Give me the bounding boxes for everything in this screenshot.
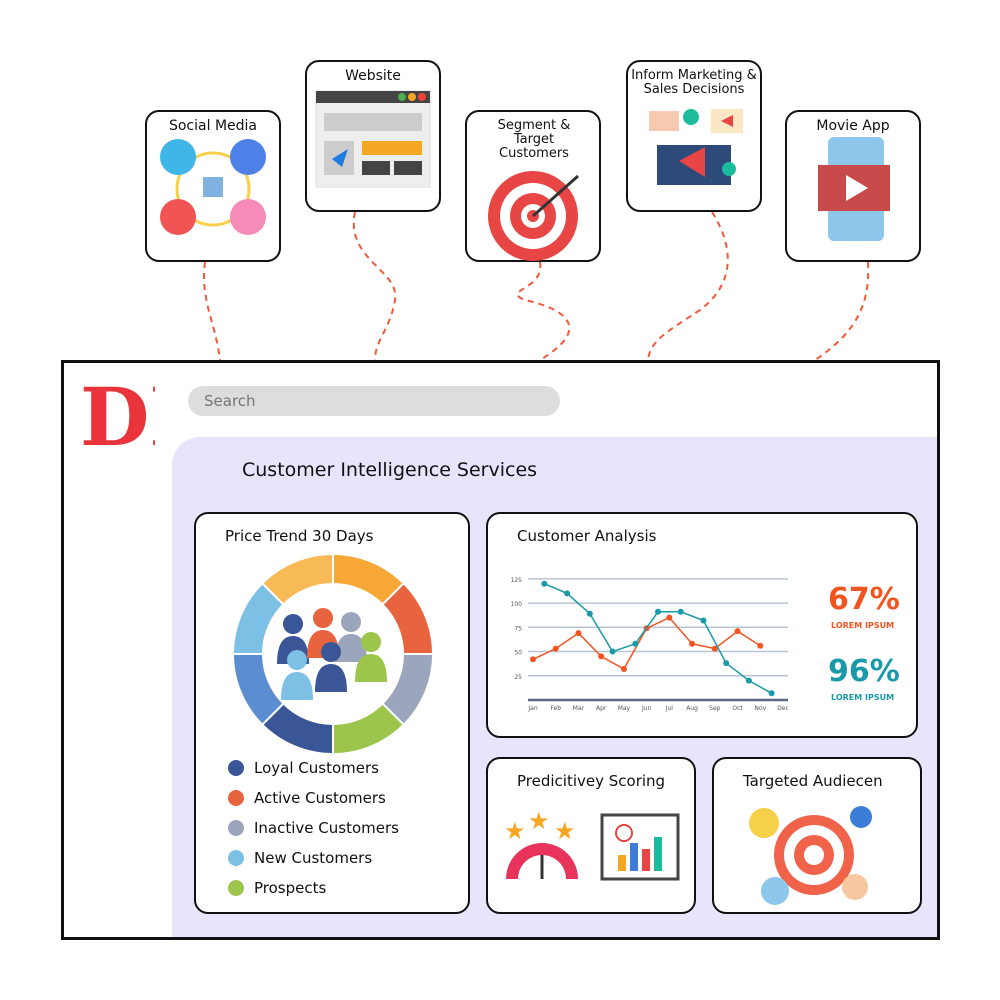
legend-label: Active Customers: [254, 789, 386, 807]
data-point: [677, 608, 684, 615]
legend-item: Loyal Customers: [228, 759, 379, 777]
website-icon: [315, 90, 431, 188]
source-marketing: Inform Marketing & Sales Decisions: [626, 60, 762, 212]
person-icon: [281, 650, 313, 700]
data-point: [564, 590, 571, 597]
y-tick-label: 100: [511, 601, 523, 608]
legend-dot: [228, 790, 244, 806]
page-title: Customer Intelligence Services: [242, 459, 538, 481]
source-movie-app: Movie App: [785, 110, 921, 262]
data-point: [745, 677, 752, 684]
x-tick-label: Nov: [754, 705, 766, 712]
legend-dot: [228, 820, 244, 836]
donut-segment: [260, 552, 334, 606]
source-label: Social Media: [168, 118, 257, 134]
x-tick-label: Sep: [709, 705, 721, 712]
movie-app-icon: [818, 137, 890, 241]
person-icon: [335, 612, 367, 662]
data-point: [552, 645, 559, 652]
data-point: [666, 614, 673, 621]
data-point: [711, 645, 718, 652]
x-tick-label: Apr: [596, 705, 607, 712]
card-title: Targeted Audiecen: [743, 772, 883, 790]
x-tick-label: Jun: [641, 705, 652, 712]
data-point: [598, 653, 605, 660]
stat-label-2: LOREM IPSUM: [831, 693, 895, 702]
x-tick-label: Oct: [732, 705, 743, 712]
audience-target-icon: [749, 806, 872, 905]
source-label: Inform Marketing & Sales Decisions: [631, 68, 757, 97]
svg-text:★: ★: [528, 809, 550, 835]
source-label: Segment & Target Customers: [497, 118, 571, 161]
series-line: [544, 583, 773, 694]
y-tick-label: 75: [514, 625, 522, 632]
legend-dot: [228, 880, 244, 896]
data-point: [689, 640, 696, 647]
legend-label: New Customers: [254, 849, 373, 867]
data-point: [723, 660, 730, 667]
stat-value-2: 96%: [828, 654, 900, 689]
y-tick-label: 125: [511, 577, 523, 584]
data-point: [575, 630, 582, 637]
y-tick-label: 25: [514, 674, 522, 681]
search-input[interactable]: [188, 386, 560, 416]
legend-dot: [228, 850, 244, 866]
social-media-icon: [160, 139, 266, 235]
data-point: [530, 656, 536, 663]
y-tick-label: 50: [514, 650, 522, 657]
person-icon: [355, 632, 387, 682]
data-point: [757, 642, 764, 649]
data-point: [700, 617, 707, 624]
legend-item: Inactive Customers: [228, 819, 399, 837]
card-title: Customer Analysis: [517, 527, 657, 545]
source-social-media: Social Media: [145, 110, 281, 262]
stat-label-1: LOREM IPSUM: [831, 621, 895, 630]
audience-card: Targeted Audiecen: [712, 757, 922, 914]
logo: DP: [80, 375, 155, 460]
x-tick-label: Aug: [686, 705, 698, 712]
card-title: Predicitivey Scoring: [517, 772, 666, 790]
marketing-icon: [649, 109, 743, 185]
svg-text:★: ★: [504, 817, 526, 845]
x-tick-label: Jan: [527, 705, 537, 712]
legend-item: Active Customers: [228, 789, 386, 807]
data-point: [655, 608, 661, 615]
svg-text:★: ★: [554, 817, 576, 845]
data-point: [768, 690, 775, 697]
legend-label: Loyal Customers: [254, 759, 379, 777]
stat-value-1: 67%: [828, 582, 900, 617]
source-label: Movie App: [816, 118, 890, 134]
svg-text:DP: DP: [80, 375, 155, 460]
data-point: [734, 628, 741, 635]
x-tick-label: Mar: [573, 705, 585, 712]
legend-label: Prospects: [254, 879, 327, 897]
source-website: Website: [305, 60, 441, 212]
card-title: Price Trend 30 Days: [225, 527, 374, 545]
legend-dot: [228, 760, 244, 776]
legend-label: Inactive Customers: [254, 819, 399, 837]
data-point: [586, 610, 593, 617]
legend-item: Prospects: [228, 879, 326, 897]
x-tick-label: Feb: [550, 705, 561, 712]
donut-chart: [231, 552, 435, 756]
data-point: [632, 640, 639, 647]
x-tick-label: May: [618, 705, 631, 712]
scoring-card: Predicitivey Scoring ★★★: [486, 757, 696, 914]
source-label: Website: [345, 68, 401, 84]
x-tick-label: Jul: [665, 705, 674, 712]
person-icon: [315, 642, 347, 692]
data-point: [620, 665, 627, 672]
scoring-icon: ★★★: [504, 809, 680, 881]
x-tick-label: Dec: [777, 705, 788, 712]
target-icon: [488, 171, 579, 261]
legend-item: New Customers: [228, 849, 372, 867]
data-point: [609, 648, 616, 655]
data-point: [541, 580, 548, 587]
source-segment: Segment & Target Customers: [465, 110, 601, 262]
